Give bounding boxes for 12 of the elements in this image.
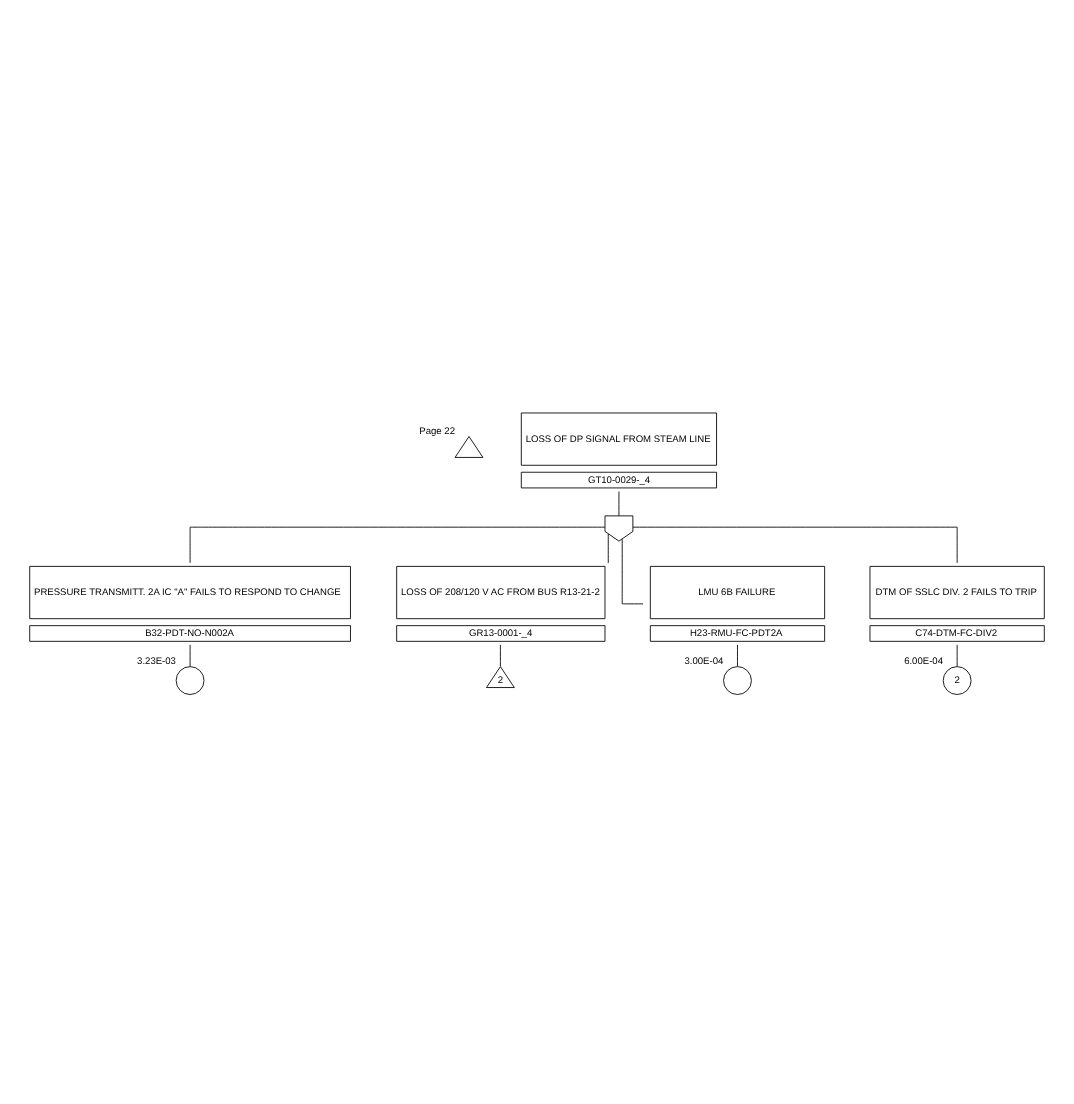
connector: [189, 644, 191, 667]
connector: [956, 644, 958, 667]
node-circle: [723, 666, 752, 695]
connector: [607, 533, 609, 564]
node-circle: [175, 666, 205, 695]
connector: [618, 491, 620, 517]
connector: [737, 644, 738, 667]
node-gate: [604, 515, 634, 542]
node-triangle: [454, 436, 484, 458]
connector: [499, 644, 501, 667]
connector: [632, 526, 958, 564]
connector: [189, 526, 606, 564]
